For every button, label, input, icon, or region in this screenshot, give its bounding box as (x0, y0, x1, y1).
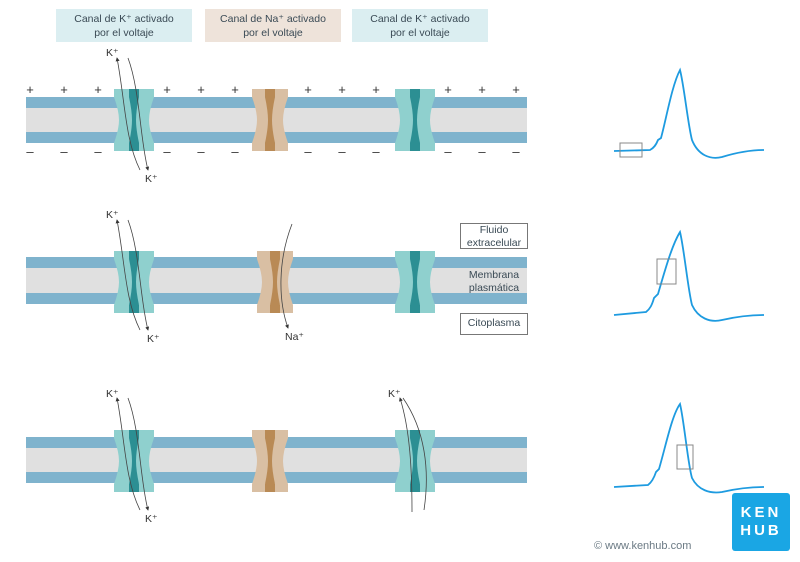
legend-k-channel-1: Canal de K⁺ activado por el voltaje (56, 9, 192, 42)
k-ion-path-row2 (115, 219, 150, 331)
k-ion-label-row2-bottom: K⁺ (147, 333, 160, 345)
legend-k2-line1: Canal de K⁺ activado (370, 13, 470, 25)
label-extracellular: Fluido extracelular (460, 223, 528, 249)
label-cytoplasm-text: Citoplasma (467, 317, 521, 329)
svg-text:+: + (338, 82, 346, 97)
label-extracellular-line1: Fluido (479, 224, 509, 236)
svg-text:+: + (478, 82, 486, 97)
na-ion-label-row2: Na⁺ (285, 331, 304, 343)
k-channel-row2-a (114, 251, 154, 313)
legend-k1-line1: Canal de K⁺ activado (74, 13, 174, 25)
svg-text:–: – (512, 144, 520, 159)
k-ion-path-row1 (115, 57, 150, 171)
k-channel-row3-a (114, 430, 154, 492)
k-ion-label-row2-top: K⁺ (106, 209, 119, 221)
action-potential-trace-3 (613, 401, 765, 494)
kenhub-logo[interactable]: KEN HUB (732, 493, 790, 551)
k-ion-path-row3-b (399, 397, 427, 513)
copyright-text: © www.kenhub.com (594, 540, 692, 552)
k-ion-label-row1-top: K⁺ (106, 47, 119, 59)
k-channel-row1-a (114, 89, 154, 151)
svg-text:–: – (197, 144, 205, 159)
svg-text:+: + (60, 82, 68, 97)
k-channel-row2-b (395, 251, 435, 313)
svg-text:+: + (197, 82, 205, 97)
k-ion-label-row3-right: K⁺ (388, 388, 401, 400)
svg-text:–: – (163, 144, 171, 159)
svg-text:+: + (372, 82, 380, 97)
svg-text:–: – (338, 144, 346, 159)
legend-na-line2: por el voltaje (243, 27, 303, 39)
svg-text:+: + (26, 82, 34, 97)
legend-k-channel-2: Canal de K⁺ activado por el voltaje (352, 9, 488, 42)
svg-text:–: – (94, 144, 102, 159)
svg-text:+: + (163, 82, 171, 97)
svg-text:–: – (26, 144, 34, 159)
svg-text:–: – (444, 144, 452, 159)
legend-k1-line2: por el voltaje (94, 27, 154, 39)
svg-text:–: – (304, 144, 312, 159)
trace-window-2 (656, 258, 677, 285)
k-channel-row3-b (395, 430, 435, 492)
trace-window-3 (676, 444, 694, 470)
svg-text:+: + (231, 82, 239, 97)
svg-text:+: + (512, 82, 520, 97)
legend-k2-line2: por el voltaje (390, 27, 450, 39)
logo-line2: HUB (740, 522, 782, 539)
logo-line1: KEN (740, 504, 782, 521)
label-membrane-line2: plasmática (468, 282, 520, 294)
negative-charges-row-1: – – – – – – – – – – – – (26, 144, 520, 159)
k-ion-label-row1-bottom: K⁺ (145, 173, 158, 185)
svg-text:+: + (444, 82, 452, 97)
svg-text:–: – (231, 144, 239, 159)
label-cytoplasm: Citoplasma (460, 313, 528, 335)
legend-na-channel: Canal de Na⁺ activado por el voltaje (205, 9, 341, 42)
k-channel-row1-b (395, 89, 435, 151)
k-ion-label-row3-bottom: K⁺ (145, 513, 158, 525)
label-extracellular-line2: extracelular (466, 237, 522, 249)
trace-window-1 (619, 142, 643, 158)
action-potential-trace-1 (613, 67, 765, 159)
label-membrane: Membrana plasmática (460, 269, 528, 295)
svg-text:+: + (304, 82, 312, 97)
na-channel-row1 (252, 89, 288, 151)
k-ion-path-row3-a (115, 397, 150, 511)
svg-text:–: – (372, 144, 380, 159)
svg-text:–: – (478, 144, 486, 159)
svg-text:+: + (94, 82, 102, 97)
svg-text:–: – (60, 144, 68, 159)
positive-charges-row-1: + + + + + + + + + + + + (26, 82, 520, 97)
na-channel-row2 (257, 251, 293, 313)
label-membrane-line1: Membrana (468, 269, 520, 281)
legend-na-line1: Canal de Na⁺ activado (220, 13, 326, 25)
na-channel-row3 (252, 430, 288, 492)
action-potential-trace-2 (613, 229, 765, 322)
k-ion-label-row3-top: K⁺ (106, 388, 119, 400)
na-ion-path-row2 (280, 223, 293, 329)
